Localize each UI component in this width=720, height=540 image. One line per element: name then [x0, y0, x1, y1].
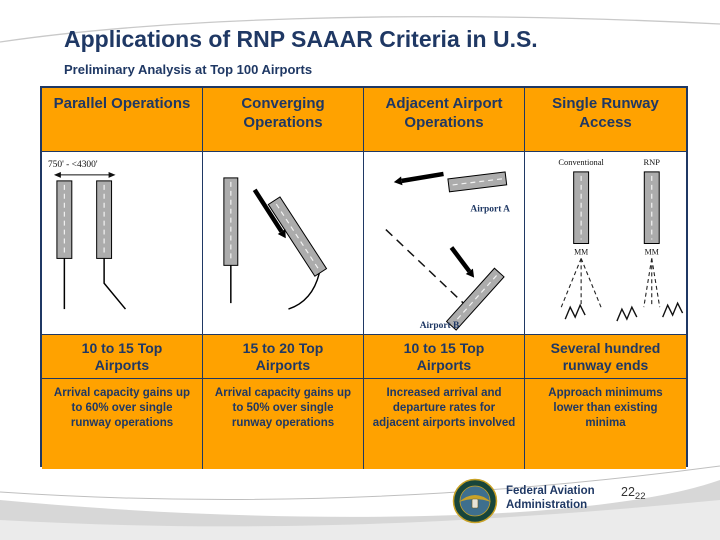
count-converging-operations: 15 to 20 Top Airports — [203, 335, 364, 379]
column-header-adjacent-airport-operations: Adjacent Airport Operations — [364, 88, 525, 152]
mm-left-label: MM — [574, 247, 588, 256]
page-number-sub: 22 — [634, 491, 646, 502]
rnp-missed-approach-fan — [643, 258, 661, 308]
approach-arrow — [252, 188, 284, 233]
conflict-dashed-path — [385, 229, 464, 304]
page-subtitle: Preliminary Analysis at Top 100 Airports — [64, 62, 313, 77]
lightning-icon — [564, 303, 586, 320]
airport-a-label: Airport A — [470, 205, 510, 215]
angled-runway — [267, 196, 328, 277]
conventional-missed-approach-fan — [560, 258, 602, 308]
page-title: Applications of RNP SAAAR Criteria in U.… — [64, 26, 538, 52]
right-approach-path — [103, 258, 127, 310]
criteria-table: Parallel Operations Converging Operation… — [40, 86, 688, 469]
diagram-adjacent-airport-operations: Airport A Airport B — [364, 152, 525, 335]
mm-right-label: MM — [645, 247, 659, 256]
left-runway — [56, 180, 73, 259]
footer: Federal Aviation Administration 2222 — [0, 472, 720, 534]
parallel-operations-drawing: 750' - <4300' — [48, 160, 127, 310]
spacing-arrow-right-head — [108, 171, 116, 178]
lightning-icon — [616, 305, 638, 322]
right-runway — [96, 180, 113, 259]
lightning-icon — [662, 301, 684, 318]
diagram-parallel-operations: 750' - <4300' — [42, 152, 203, 335]
column-header-single-runway-access: Single Runway Access — [525, 88, 686, 152]
airport-a-runway — [447, 171, 508, 193]
approach-arrow-head — [277, 229, 286, 239]
airport-a-departure-arrow — [401, 171, 444, 184]
adjacent-airport-drawing: Airport A Airport B — [385, 171, 510, 331]
rnp-label: RNP — [644, 157, 661, 167]
faa-seal-icon — [452, 478, 498, 524]
page-number-main: 22 — [621, 485, 635, 499]
spacing-arrow-left-head — [53, 171, 61, 178]
airport-a-arrow-head — [393, 176, 403, 186]
diagram-converging-operations — [203, 152, 364, 335]
airport-b-arrow-head — [465, 268, 475, 278]
benefit-parallel-operations: Arrival capacity gains up to 60% over si… — [42, 379, 203, 469]
footer-org-line2: Administration — [506, 498, 588, 511]
conventional-runway — [573, 171, 590, 244]
runway-spacing-label: 750' - <4300' — [48, 160, 98, 170]
converging-operations-drawing — [223, 177, 328, 310]
benefit-converging-operations: Arrival capacity gains up to 50% over si… — [203, 379, 364, 469]
benefit-adjacent-airport-operations: Increased arrival and departure rates fo… — [364, 379, 525, 469]
count-single-runway-access: Several hundred runway ends — [525, 335, 686, 379]
count-adjacent-airport-operations: 10 to 15 Top Airports — [364, 335, 525, 379]
conventional-label: Conventional — [558, 157, 604, 167]
rnp-runway — [643, 171, 660, 244]
column-header-parallel-operations: Parallel Operations — [42, 88, 203, 152]
vertical-runway — [223, 177, 239, 266]
airport-b-arrival-arrow — [449, 246, 472, 273]
airport-b-label: Airport B — [420, 321, 460, 331]
count-parallel-operations: 10 to 15 Top Airports — [42, 335, 203, 379]
airport-b-runway — [445, 267, 505, 331]
curved-approach-path — [288, 273, 320, 310]
diagram-single-runway-access: Conventional RNP MM MM — [525, 152, 686, 335]
benefit-single-runway-access: Approach minimums lower than existing mi… — [525, 379, 686, 469]
footer-org-name: Federal Aviation Administration — [506, 485, 595, 513]
column-header-converging-operations: Converging Operations — [203, 88, 364, 152]
single-runway-drawing: Conventional RNP MM MM — [558, 157, 684, 322]
footer-org-line1: Federal Aviation — [506, 485, 595, 497]
page-number: 2222 — [621, 485, 646, 502]
